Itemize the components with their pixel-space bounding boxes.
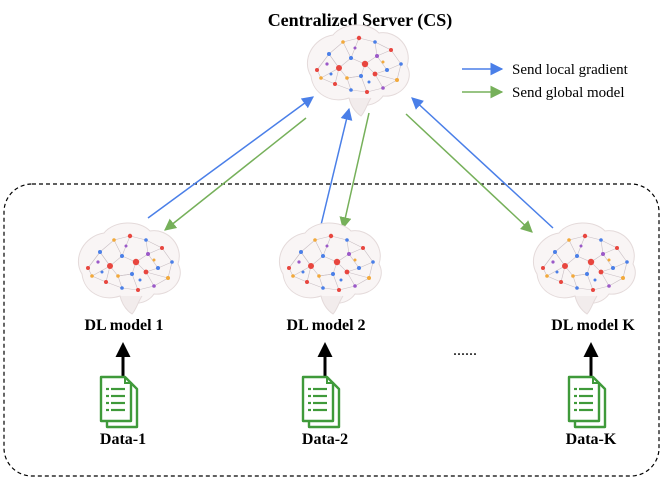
client1-global-arrow	[164, 117, 307, 231]
client-k-data-label: Data-K	[566, 431, 617, 448]
client-2: DL model 2 Data-2	[278, 222, 382, 448]
client-k-model-label: DL model K	[551, 317, 635, 334]
more-clients-ellipsis: ......	[453, 342, 477, 359]
clients-region	[3, 183, 660, 477]
legend: Send local gradient Send global model	[462, 62, 629, 101]
client-1-model-label: DL model 1	[84, 317, 163, 334]
client-2-data-label: Data-2	[302, 431, 348, 448]
client-2-document-icon	[301, 375, 341, 429]
client1-gradient-arrow	[147, 96, 314, 219]
server-title: Centralized Server (CS)	[268, 10, 453, 31]
legend-gradient-label: Send local gradient	[512, 62, 629, 78]
client-k-document-icon	[567, 375, 607, 429]
client-1: DL model 1 Data-1	[77, 222, 181, 448]
server-brain-icon	[306, 24, 410, 117]
client-2-model-label: DL model 2	[286, 317, 365, 334]
client-2-brain-icon	[278, 222, 382, 315]
client2-gradient-arrow	[320, 107, 353, 226]
client-k: DL model K Data-K	[532, 222, 636, 448]
communication-arrows	[147, 96, 554, 233]
client-1-brain-icon	[77, 222, 181, 315]
legend-global-label: Send global model	[512, 85, 625, 101]
client-1-document-icon	[99, 375, 139, 429]
client-1-data-label: Data-1	[100, 431, 146, 448]
client-k-brain-icon	[532, 222, 636, 315]
client2-global-arrow	[339, 112, 370, 230]
clientK-gradient-arrow	[411, 97, 554, 229]
clientK-global-arrow	[405, 113, 533, 233]
